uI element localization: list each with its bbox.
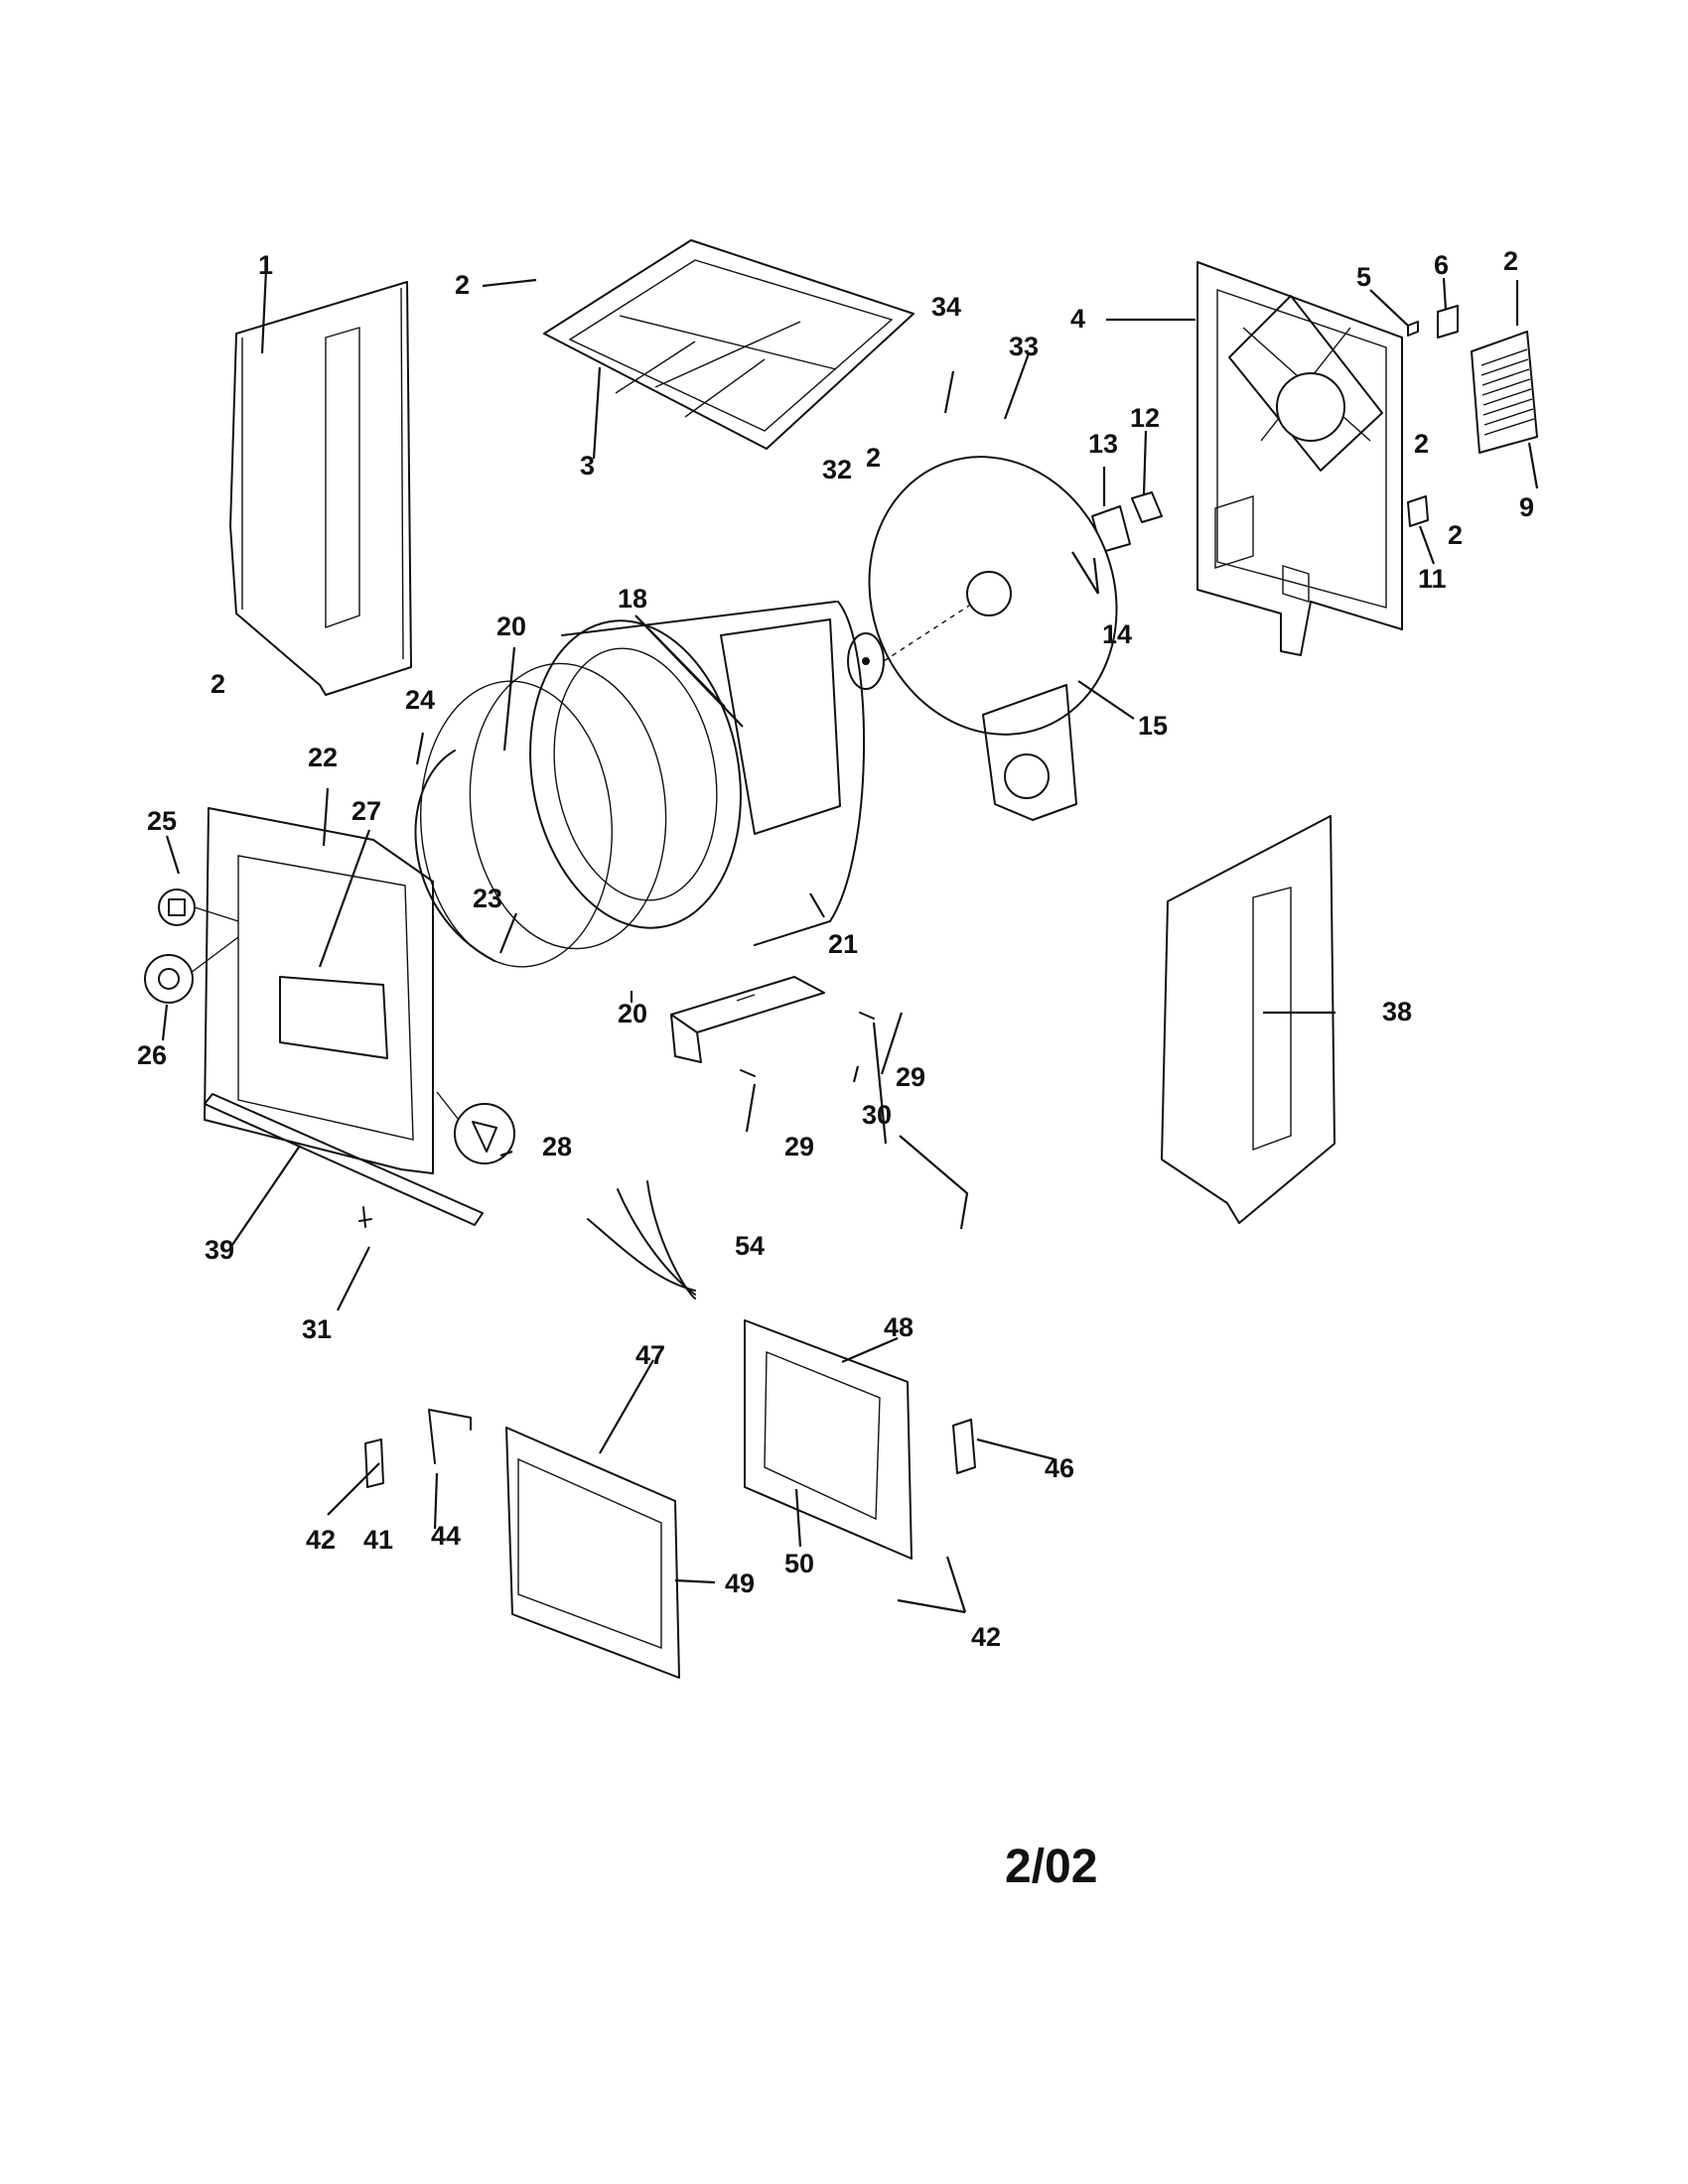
callout-label: 48	[884, 1312, 914, 1342]
front-panel	[204, 807, 434, 1174]
callout-label: 50	[784, 1549, 814, 1578]
leader-lines	[161, 269, 1539, 1614]
callout-label: 13	[1088, 429, 1118, 459]
callout-label: 14	[1102, 619, 1132, 649]
callout-label: 42	[306, 1525, 336, 1555]
callout-label: 47	[635, 1340, 665, 1370]
callout-label: 44	[431, 1521, 461, 1551]
thermostat-clip	[436, 1091, 515, 1164]
rear-bearing	[847, 605, 970, 690]
rear-bulkhead	[868, 456, 1118, 821]
door-handle	[952, 1419, 976, 1474]
door-hinge	[364, 1438, 384, 1488]
callout-label: 2	[1503, 246, 1518, 276]
wire-harness	[587, 1180, 696, 1299]
callout-label: 20	[496, 612, 526, 641]
vent-grille	[1471, 331, 1538, 454]
callout-label: 29	[784, 1132, 814, 1161]
door-inner-panel	[744, 1319, 913, 1560]
callout-label: 21	[828, 929, 858, 959]
revision-date: 2/02	[1005, 1841, 1097, 1893]
callout-label: 39	[205, 1235, 234, 1265]
callout-label: 2	[866, 443, 881, 473]
callout-label: 32	[822, 455, 852, 484]
rear-panel	[1196, 261, 1403, 656]
callout-label: 12	[1130, 403, 1160, 433]
drum-light	[144, 936, 239, 1004]
callout-label: 33	[1009, 332, 1039, 361]
right-side-panel	[1161, 815, 1336, 1224]
callout-label: 26	[137, 1040, 167, 1070]
callout-label: 27	[352, 796, 381, 826]
callout-label: 41	[363, 1525, 393, 1555]
door-switch	[158, 888, 239, 926]
heater-support	[670, 976, 875, 1077]
drum	[529, 601, 866, 946]
small-bracket	[1407, 305, 1459, 339]
callout-label: 2	[455, 270, 470, 300]
callout-label: 2	[1448, 520, 1463, 550]
toe-kick	[204, 1093, 484, 1228]
callout-label: 28	[542, 1132, 572, 1161]
callout-label: 9	[1519, 492, 1534, 522]
left-side-panel	[229, 281, 412, 696]
callout-label: 18	[618, 584, 647, 614]
callout-label: 42	[971, 1622, 1001, 1652]
top-panel	[543, 239, 914, 450]
callout-label: 24	[405, 685, 435, 715]
callout-label: 54	[735, 1231, 765, 1261]
callout-label: 31	[302, 1314, 332, 1344]
callout-label: 5	[1356, 262, 1371, 292]
callout-label: 25	[147, 806, 177, 836]
callout-label: 6	[1434, 250, 1449, 280]
door-stop	[428, 1409, 472, 1464]
callout-label: 2	[1414, 429, 1429, 459]
callout-label: 22	[308, 743, 338, 772]
callout-label: 49	[725, 1569, 755, 1598]
callout-label: 23	[473, 884, 502, 913]
callout-label: 15	[1138, 711, 1168, 741]
callout-label: 34	[931, 292, 961, 322]
callout-label: 3	[580, 451, 595, 480]
callout-label: 2	[211, 669, 225, 699]
callout-label: 11	[1418, 564, 1447, 594]
callout-label: 38	[1382, 997, 1412, 1026]
callout-label: 20	[618, 999, 647, 1028]
bracket	[1407, 495, 1429, 527]
door-outer-panel	[505, 1427, 680, 1679]
drum-seals	[414, 662, 667, 968]
callout-label: 29	[896, 1062, 925, 1092]
callout-label: 30	[862, 1100, 892, 1130]
callout-label: 4	[1070, 304, 1085, 334]
callout-label: 1	[258, 250, 273, 280]
callout-label: 46	[1045, 1453, 1074, 1483]
